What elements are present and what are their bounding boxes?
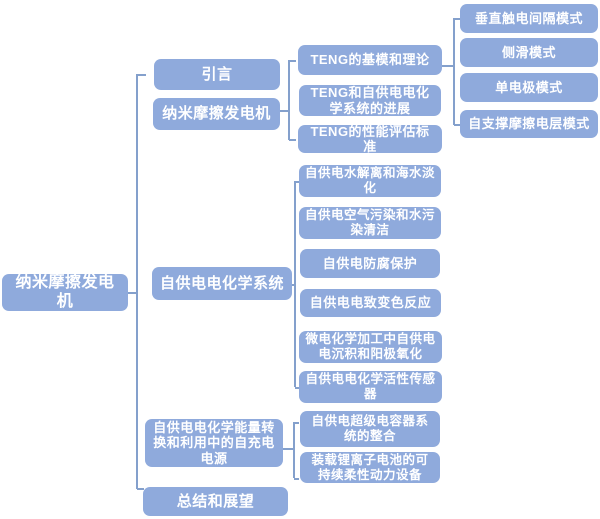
mode-freestanding-layer-node[interactable]: 自支撑摩擦电层模式 xyxy=(460,110,598,138)
teng-evaluation-node[interactable]: TENG的性能评估标准 xyxy=(298,124,442,154)
connector-hook xyxy=(295,181,299,183)
root-node[interactable]: 纳米摩擦发电机 xyxy=(2,274,128,311)
teng-node[interactable]: 纳米摩擦发电机 xyxy=(153,98,280,130)
connector-stub xyxy=(128,292,137,294)
lithium-battery-node[interactable]: 装载锂离子电池的可持续柔性动力设备 xyxy=(300,452,440,483)
connector-stub xyxy=(283,448,293,450)
connector-hook xyxy=(294,422,299,424)
connector-hook xyxy=(137,74,146,76)
sp-pollution-cleaning-node[interactable]: 自供电空气污染和水污染清洁 xyxy=(299,207,441,239)
connector-stub xyxy=(442,65,453,67)
sp-electrochromic-node[interactable]: 自供电电致变色反应 xyxy=(300,289,441,317)
connector-hook xyxy=(454,18,460,20)
connector-hook xyxy=(137,488,144,490)
connector-vertical xyxy=(288,60,290,140)
connector-stub xyxy=(280,110,288,112)
self-charging-power-node[interactable]: 自供电电化学能量转换和利用中的自充电电源 xyxy=(145,419,283,467)
connector-vertical xyxy=(453,18,455,125)
mode-lateral-sliding-node[interactable]: 侧滑模式 xyxy=(460,38,598,67)
connector-vertical xyxy=(136,74,138,489)
mode-single-electrode-node[interactable]: 单电极模式 xyxy=(460,73,598,102)
sp-water-splitting-node[interactable]: 自供电水解离和海水淡化 xyxy=(299,165,441,197)
connector-hook xyxy=(289,60,296,62)
connector-hook xyxy=(454,124,460,126)
connector-hook xyxy=(289,139,296,141)
supercapacitor-node[interactable]: 自供电超级电容器系统的整合 xyxy=(300,411,440,447)
connector-vertical xyxy=(294,181,296,387)
connector-stub xyxy=(292,284,295,286)
teng-progress-node[interactable]: TENG和自供电电化学系统的进展 xyxy=(299,85,441,116)
sp-anticorrosion-node[interactable]: 自供电防腐保护 xyxy=(300,249,440,278)
sp-electrochemical-system-node[interactable]: 自供电电化学系统 xyxy=(152,267,292,300)
summary-node[interactable]: 总结和展望 xyxy=(143,487,288,516)
sp-micromachining-node[interactable]: 微电化学加工中自供电电沉积和阳极氧化 xyxy=(299,331,442,363)
sp-sensor-node[interactable]: 自供电电化学活性传感器 xyxy=(299,371,442,403)
connector-vertical xyxy=(293,422,295,478)
teng-fundamentals-node[interactable]: TENG的基模和理论 xyxy=(298,45,442,75)
mode-vertical-contact-node[interactable]: 垂直触电间隔模式 xyxy=(460,4,598,33)
intro-node[interactable]: 引言 xyxy=(154,59,280,90)
connector-hook xyxy=(294,478,299,480)
connector-hook xyxy=(295,387,299,389)
